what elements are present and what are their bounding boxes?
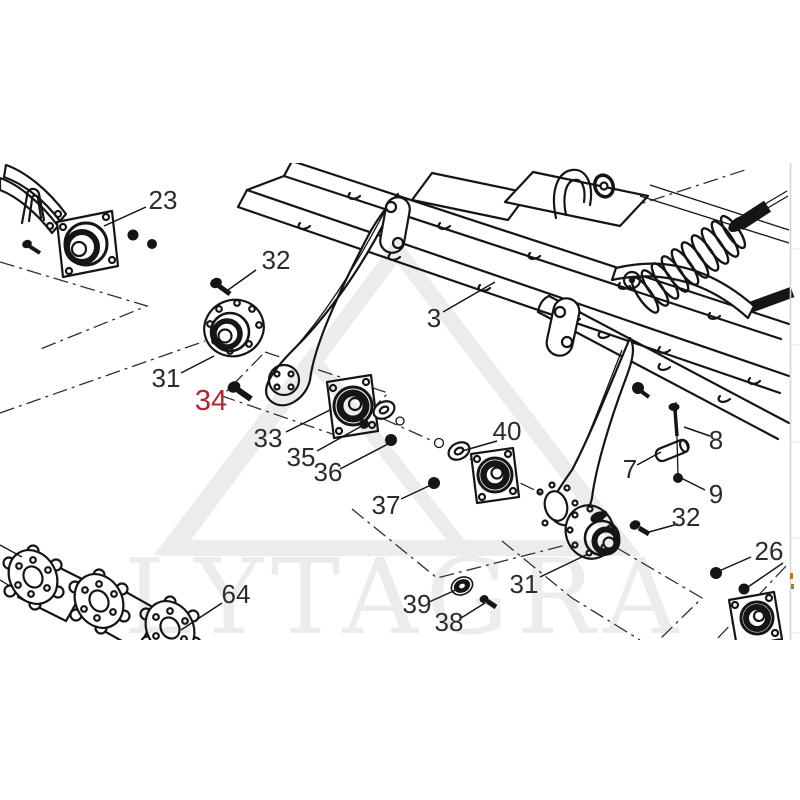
phantom-line (501, 540, 641, 640)
shackle-bracket (552, 168, 616, 220)
cut-beam-section (749, 286, 795, 313)
part-label-64[interactable]: 64 (222, 579, 251, 609)
part-label-31-right[interactable]: 31 (510, 569, 539, 599)
ball-9 (673, 473, 683, 483)
part-label-32-right[interactable]: 32 (672, 502, 701, 532)
truncated-text-fragment (791, 584, 794, 589)
nut-37 (428, 477, 440, 489)
part-label-31-left[interactable]: 31 (152, 363, 181, 393)
part-label-35[interactable]: 35 (287, 442, 316, 472)
part-label-40[interactable]: 40 (493, 416, 522, 446)
part-label-39[interactable]: 39 (403, 589, 432, 619)
coil-spring (630, 214, 747, 314)
phantom-line (616, 547, 704, 640)
flange-bearing-center-right (469, 446, 521, 505)
side-panel-edge (789, 163, 800, 640)
part-label-32-left[interactable]: 32 (262, 245, 291, 275)
leader-line (428, 588, 459, 603)
washer-35 (359, 419, 369, 429)
roller-flange (139, 595, 201, 640)
nut (147, 239, 157, 249)
part-label-9[interactable]: 9 (709, 479, 723, 509)
roller-flange (68, 568, 131, 635)
leader-line (539, 553, 589, 578)
part-label-37[interactable]: 37 (372, 490, 401, 520)
part-label-23[interactable]: 23 (149, 185, 178, 215)
roller-flange (2, 544, 65, 611)
leader-line (103, 206, 147, 227)
phantom-line (0, 261, 149, 351)
part-label-36[interactable]: 36 (314, 457, 343, 487)
bolt-38 (479, 595, 498, 610)
flange-bearing-bottom-right (727, 590, 784, 640)
frame-opening (503, 170, 650, 228)
part-label-33[interactable]: 33 (254, 423, 283, 453)
pin-7 (654, 438, 690, 463)
fastener-axis (675, 401, 679, 477)
phantom-line (596, 169, 746, 219)
part-label-7[interactable]: 7 (623, 454, 637, 484)
leader-line (683, 426, 711, 437)
part-label-34[interactable]: 34 (195, 385, 227, 417)
nut-26-b (738, 583, 750, 595)
part-label-26[interactable]: 26 (755, 536, 784, 566)
flange-bearing-23 (22, 209, 157, 279)
nut (127, 229, 139, 241)
leader-line (680, 477, 706, 491)
part-label-8[interactable]: 8 (709, 425, 723, 455)
leader-line (718, 556, 752, 572)
leader-line (648, 523, 679, 533)
part-label-3[interactable]: 3 (427, 303, 441, 333)
part-label-38[interactable]: 38 (435, 607, 464, 637)
roller-tube-64 (0, 544, 201, 640)
leader-line (460, 602, 486, 619)
truncated-text-fragment (790, 573, 793, 579)
threaded-rod-end (735, 200, 772, 231)
leader-line (180, 602, 223, 631)
flange-bearing-33 (325, 373, 380, 440)
nut-26-a (710, 567, 722, 579)
leader-line (747, 562, 784, 588)
